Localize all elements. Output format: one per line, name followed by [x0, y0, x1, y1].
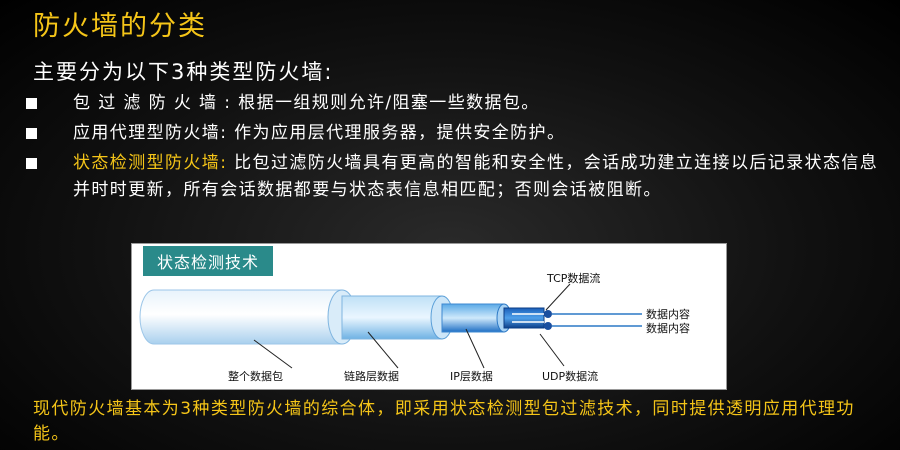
list-item: 包 过 滤 防 火 墙 : 根据一组规则允许/阻塞一些数据包。: [22, 90, 882, 117]
link-layer: [341, 295, 443, 340]
bullet-term: 包 过 滤 防 火 墙: [73, 93, 218, 113]
bullet-desc: 比包过滤防火墙具有更高的智能和安全性，会话成功建立连接以后记录状态信息并时时更新…: [73, 153, 879, 200]
ip-pointer: [465, 328, 485, 369]
bullet-list: 包 过 滤 防 火 墙 : 根据一组规则允许/阻塞一些数据包。 应用代理型防火墙…: [22, 90, 882, 207]
bullet-term-highlight: 状态检测型防火墙: [73, 153, 221, 173]
list-item: 应用代理型防火墙: 作为应用层代理服务器，提供安全防护。: [22, 120, 882, 147]
bullet-desc: 作为应用层代理服务器，提供安全防护。: [234, 123, 566, 143]
bullet-square-icon: [26, 128, 37, 139]
udp-label: UDP数据流: [542, 369, 598, 383]
bullet-desc: 根据一组规则允许/阻塞一些数据包。: [238, 93, 540, 113]
page-title: 防火墙的分类: [33, 11, 207, 42]
transport-layer: [503, 307, 545, 329]
tcp-pointer: [545, 283, 571, 311]
ip-layer: [441, 303, 505, 333]
intro-text: 主要分为以下3种类型防火墙:: [33, 60, 334, 84]
udp-pointer: [539, 333, 565, 367]
bullet-separator: :: [220, 153, 235, 173]
bullet-square-icon: [26, 158, 37, 169]
bullet-separator: :: [220, 123, 235, 143]
footer-text: 现代防火墙基本为3种类型防火墙的综合体，即采用状态检测型包过滤技术，同时提供透明…: [33, 399, 855, 444]
stateful-inspection-diagram: TCP数据流 数据内容 数据内容 整个数据包 链路层数据 IP层数据 UDP数据…: [131, 243, 727, 390]
link-label: 链路层数据: [344, 369, 399, 383]
bullet-square-icon: [26, 98, 37, 109]
content-label-2: 数据内容: [646, 321, 690, 335]
tube-diagram-svg: TCP数据流 数据内容 数据内容 整个数据包 链路层数据 IP层数据 UDP数据…: [139, 271, 690, 383]
tcp-stream-end: [544, 310, 552, 318]
diagram-title: 状态检测技术: [143, 246, 274, 276]
packet-pointer: [253, 339, 293, 369]
content-label-1: 数据内容: [646, 307, 690, 321]
packet-layer: [139, 289, 343, 345]
bullet-term: 应用代理型防火墙: [73, 123, 221, 143]
ip-label: IP层数据: [450, 369, 493, 383]
udp-stream-end: [544, 322, 552, 330]
list-item: 状态检测型防火墙: 比包过滤防火墙具有更高的智能和安全性，会话成功建立连接以后记…: [22, 150, 882, 204]
link-pointer: [367, 331, 399, 369]
packet-label: 整个数据包: [228, 369, 283, 383]
bullet-separator: :: [217, 93, 239, 113]
tcp-label: TCP数据流: [546, 271, 600, 285]
